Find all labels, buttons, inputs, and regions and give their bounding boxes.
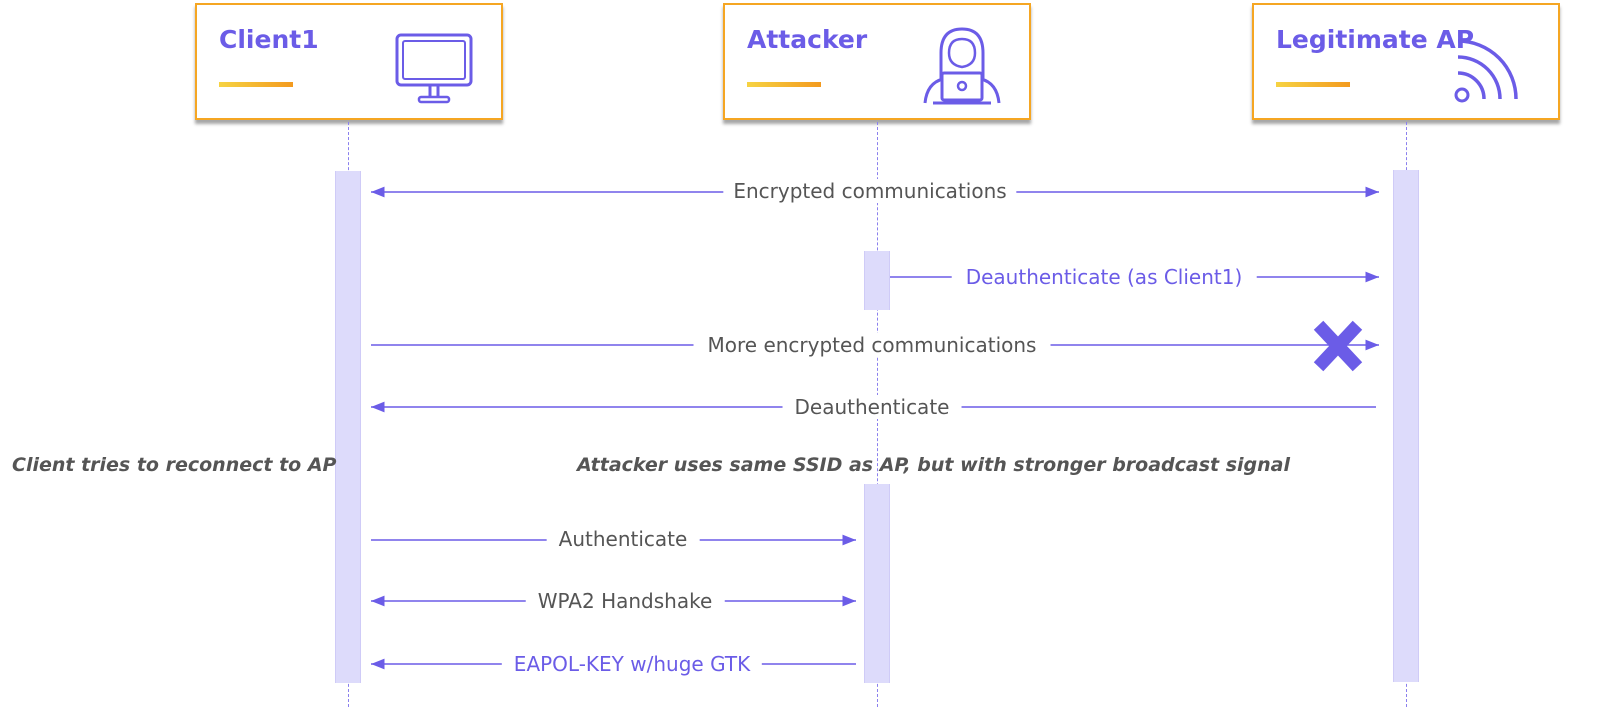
actor-title-legitimate-ap: Legitimate AP — [1276, 25, 1475, 54]
note-client-reconnect: Client tries to reconnect to AP — [12, 454, 337, 476]
actor-box-client1: Client1 — [195, 3, 503, 120]
wifi-signal-icon — [1454, 39, 1518, 103]
actor-underline-client1 — [219, 82, 293, 87]
activation-attacker-deauth — [864, 251, 890, 310]
actor-underline-attacker — [747, 82, 821, 87]
message-label-deauthenticate-as-client1: Deauthenticate (as Client1) — [951, 265, 1257, 289]
note-attacker-same-ssid: Attacker uses same SSID as AP, but with … — [577, 454, 1291, 476]
actor-title-attacker: Attacker — [747, 25, 868, 54]
monitor-icon — [395, 33, 473, 104]
message-label-wpa2-handshake: WPA2 Handshake — [525, 589, 725, 613]
message-label-deauthenticate: Deauthenticate — [782, 395, 962, 419]
actor-box-attacker: Attacker — [723, 3, 1031, 120]
hacker-icon — [923, 27, 1001, 105]
actor-underline-legitimate-ap — [1276, 82, 1350, 87]
message-label-authenticate: Authenticate — [546, 527, 700, 551]
activation-client1 — [335, 171, 361, 683]
actor-box-legitimate-ap: Legitimate AP — [1252, 3, 1560, 120]
activation-legitimate-ap — [1393, 170, 1419, 682]
message-label-eapol-key: EAPOL-KEY w/huge GTK — [501, 652, 763, 676]
message-label-more-encrypted-communications: More encrypted communications — [693, 333, 1051, 357]
actor-title-client1: Client1 — [219, 25, 319, 54]
message-label-encrypted-communications: Encrypted communications — [723, 179, 1017, 203]
blocked-x-icon — [1313, 320, 1363, 372]
activation-attacker-evil-twin — [864, 484, 890, 683]
